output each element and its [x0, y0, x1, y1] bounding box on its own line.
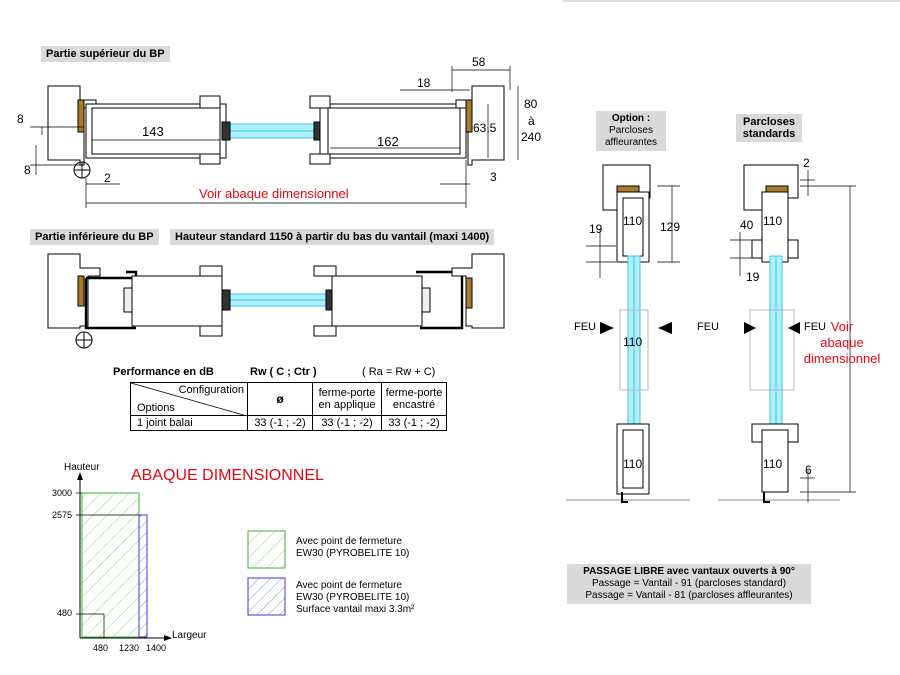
std-title-line1: Parcloses	[743, 116, 795, 128]
legend-blue-line1: Avec point de fermeture	[296, 580, 402, 591]
right-dimension-lines	[586, 170, 856, 502]
passage-line1: PASSAGE LIBRE avec vantaux ouverts à 90°	[583, 566, 795, 577]
legend-blue-line2: EW30 (PYROBELITE 10)	[296, 592, 410, 603]
feu-label-2: FEU	[697, 321, 719, 333]
legend-blue-line3: Surface vantail maxi 3.3m²	[296, 604, 415, 615]
r-dim-40: 40	[740, 218, 754, 232]
voir-abaque-top: Voir abaque dimensionnel	[199, 186, 349, 201]
r-dim-110-std-c: 110	[763, 457, 783, 471]
dim-8-a: 8	[17, 112, 24, 126]
row-v2: 33 (-1 ; -2)	[312, 415, 382, 431]
abaque-chart	[76, 472, 286, 641]
dim-2: 2	[104, 171, 111, 185]
dim-162: 162	[377, 134, 399, 149]
row-option: 1 joint balai	[130, 415, 248, 431]
perf-header-mid: Rw ( C ; Ctr )	[250, 366, 317, 378]
r-dim-129: 129	[660, 220, 681, 234]
x-tick-480: 480	[93, 643, 109, 653]
dim-3: 3	[490, 170, 497, 184]
r-dim-19-left: 19	[589, 222, 603, 236]
dim-a: à	[528, 114, 535, 128]
abaque-xlabel: Largeur	[172, 630, 207, 641]
table-row: 1 joint balai 33 (-1 ; -2) 33 (-1 ; -2) …	[130, 415, 447, 431]
legend-green: Avec point de fermeture EW30 (PYROBELITE…	[296, 536, 409, 560]
std-title-line2: standards	[742, 128, 796, 140]
section-parcloses-affleurantes	[566, 164, 690, 503]
r-dim-2: 2	[803, 156, 810, 170]
option-title: Option : Parcloses affleurantes	[596, 111, 666, 151]
row-v3: 33 (-1 ; -2)	[381, 415, 447, 431]
section-parcloses-standards	[718, 164, 840, 503]
r-dim-19-right: 19	[746, 270, 760, 284]
r-dim-110-c: 110	[623, 457, 643, 471]
dim-18: 18	[417, 76, 431, 90]
option-title-line2: Parcloses	[609, 125, 653, 136]
passage-line2: Passage = Vantail - 91 (parcloses standa…	[591, 578, 787, 589]
col-header-2-line1: ferme-porte	[318, 387, 376, 399]
feu-label-1: FEU	[574, 321, 596, 333]
perf-header-left: Performance en dB	[113, 366, 214, 378]
dim-58: 58	[472, 55, 486, 69]
passage-libre-box: PASSAGE LIBRE avec vantaux ouverts à 90°…	[567, 564, 811, 604]
dim-63-5: 63,5	[473, 121, 497, 135]
col-header-3: ferme-porte encastré	[381, 382, 447, 416]
voir-right-line3: dimensionnel	[803, 351, 881, 366]
voir-right-line1: Voir	[830, 319, 854, 334]
top-section-title: Partie supérieur du BP	[41, 46, 170, 62]
dim-80: 80	[524, 97, 538, 111]
r-dim-6: 6	[805, 463, 812, 477]
col-header-2-line2: en applique	[318, 399, 376, 411]
voir-right-line2: abaque	[820, 335, 864, 350]
height-note: Hauteur standard 1150 à partir du bas du…	[170, 229, 495, 245]
config-options-cell: Configuration Options	[130, 382, 248, 416]
r-dim-110-std-a: 110	[763, 214, 783, 228]
top-plan-view	[47, 85, 505, 179]
y-tick-2575: 2575	[52, 510, 73, 520]
bottom-section-title: Partie inférieure du BP	[30, 229, 159, 245]
col-header-3-line1: ferme-porte	[385, 387, 443, 399]
abaque-ylabel: Hauteur	[64, 462, 100, 473]
y-tick-3000: 3000	[52, 488, 73, 498]
feu-label-3: FEU	[804, 321, 826, 333]
row-v1: 33 (-1 ; -2)	[247, 415, 313, 431]
abaque-title: ABAQUE DIMENSIONNEL	[131, 467, 324, 484]
top-dimension-lines	[30, 66, 519, 208]
bottom-plan-view	[47, 253, 505, 349]
performance-table: Configuration Options ø ferme-porte en a…	[130, 382, 447, 431]
r-dim-110-a: 110	[623, 214, 643, 228]
option-title-line1: Option :	[611, 113, 651, 124]
r-dim-110-b: 110	[623, 335, 643, 349]
perf-header-right: ( Ra = Rw + C)	[362, 366, 436, 378]
dim-8-b: 8	[24, 163, 31, 177]
col-header-1: ø	[247, 382, 313, 416]
legend-green-line1: Avec point de fermeture	[296, 536, 402, 547]
std-title: Parcloses standards	[736, 114, 802, 142]
legend-green-line2: EW30 (PYROBELITE 10)	[296, 548, 410, 559]
x-tick-1400: 1400	[146, 643, 167, 653]
x-tick-1230: 1230	[119, 643, 140, 653]
col-header-2: ferme-porte en applique	[312, 382, 382, 416]
passage-line3: Passage = Vantail - 81 (parcloses affleu…	[585, 590, 793, 601]
options-label: Options	[137, 402, 175, 414]
config-label: Configuration	[178, 384, 244, 396]
dim-240: 240	[521, 130, 542, 144]
voir-abaque-right: Voir abaque dimensionnel	[802, 319, 882, 367]
dim-143: 143	[142, 124, 164, 139]
option-title-line3: affleurantes	[604, 137, 658, 148]
legend-blue: Avec point de fermeture EW30 (PYROBELITE…	[296, 580, 414, 616]
col-header-3-line2: encastré	[392, 399, 436, 411]
y-tick-480: 480	[57, 608, 73, 618]
